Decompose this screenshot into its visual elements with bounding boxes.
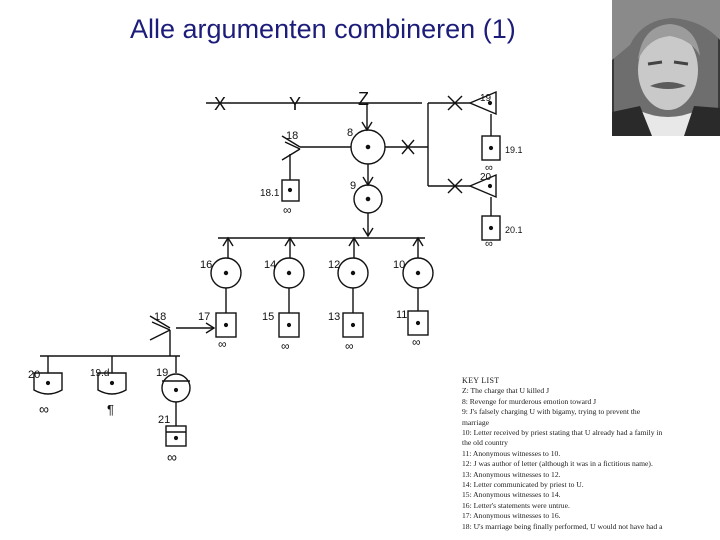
label-10: 10 — [393, 259, 405, 271]
node-12: 12 13 ∞ — [328, 236, 369, 353]
infinity-18-1: ∞ — [283, 203, 292, 217]
node-8: 8 18 — [281, 127, 428, 165]
label-14: 14 — [264, 259, 276, 271]
label-8: 8 — [347, 127, 353, 139]
portrait-photo — [612, 0, 720, 136]
key-list-line: Z: The charge that U killed J — [462, 386, 550, 396]
infinity-13: ∞ — [345, 339, 354, 353]
label-11: 11 — [396, 309, 407, 321]
infinity-11: ∞ — [412, 335, 421, 349]
node-9: 9 — [350, 164, 383, 238]
infinity-15: ∞ — [281, 339, 290, 353]
key-list-line: 15: Anonymous witnesses to 14. — [462, 490, 561, 500]
key-list-line: 12: J was author of letter (although it … — [462, 459, 653, 469]
infinity-21: ∞ — [167, 449, 177, 465]
corroboration-19-20: 19 19.1 ∞ 20 20.1 ∞ — [427, 90, 523, 250]
key-list-line: 16: Letter's statements were untrue. — [462, 500, 570, 510]
infinity-20-1: ∞ — [485, 238, 493, 250]
node-18-mid: 18 — [149, 311, 216, 356]
label-20-1: 20.1 — [505, 225, 523, 235]
label-9: 9 — [350, 180, 356, 192]
infinity-19-1: ∞ — [485, 162, 493, 174]
label-21: 21 — [158, 414, 170, 426]
key-list-line: 18: U's marriage being finally performed… — [462, 521, 663, 531]
label-z: Z — [358, 89, 369, 109]
label-19-bot: 19 — [156, 367, 168, 379]
xyz-line: X Y Z — [206, 89, 422, 132]
infinity-20-bot: ∞ — [39, 401, 49, 417]
key-list-line: 14: Letter communicated by priest to U. — [462, 480, 584, 490]
key-list-title: KEY LIST — [462, 376, 500, 385]
slide-title: Alle argumenten combineren (1) — [130, 14, 516, 44]
label-18-top: 18 — [286, 130, 298, 142]
label-20-bot: 20 — [28, 369, 40, 381]
infinity-17: ∞ — [218, 337, 227, 351]
label-19d-bot: 19.d — [90, 368, 109, 379]
key-list-line: marriage — [462, 417, 489, 427]
node-10: 10 11 ∞ — [393, 236, 434, 349]
node-14: 14 15 ∞ — [262, 236, 305, 353]
pilcrow-19d: ¶ — [107, 402, 114, 417]
label-20-top: 20 — [480, 172, 492, 183]
key-list: KEY LIST Z: The charge that U killed J 8… — [462, 376, 712, 540]
key-list-line: 17: Anonymous witnesses to 16. — [462, 511, 561, 521]
key-list-line: 11: Anonymous witnesses to 10. — [462, 448, 561, 458]
bottom-left-group: 20 ∞ 19.d ¶ 19 21 ∞ — [28, 355, 191, 465]
key-list-line: 10: Letter received by priest stating th… — [462, 428, 663, 438]
node-18-1: 18.1 ∞ — [260, 154, 300, 217]
key-list-line: 13: Anonymous witnesses to 12. — [462, 469, 561, 479]
label-18-1: 18.1 — [260, 188, 280, 199]
label-12: 12 — [328, 259, 340, 271]
label-x: X — [214, 94, 226, 114]
label-16: 16 — [200, 259, 212, 271]
key-list-line: 8: Revenge for murderous emotion toward … — [462, 396, 597, 406]
key-list-line: 9: J's falsely charging U with bigamy, t… — [462, 407, 641, 417]
key-list-line: the old country — [462, 438, 508, 448]
label-17: 17 — [198, 311, 210, 323]
label-15: 15 — [262, 311, 274, 323]
node-16: 16 17 ∞ — [198, 236, 242, 351]
label-13: 13 — [328, 311, 340, 323]
label-y: Y — [289, 94, 301, 114]
label-18-mid: 18 — [154, 311, 166, 323]
label-19-top: 19 — [480, 93, 492, 104]
label-19-1: 19.1 — [505, 145, 523, 155]
